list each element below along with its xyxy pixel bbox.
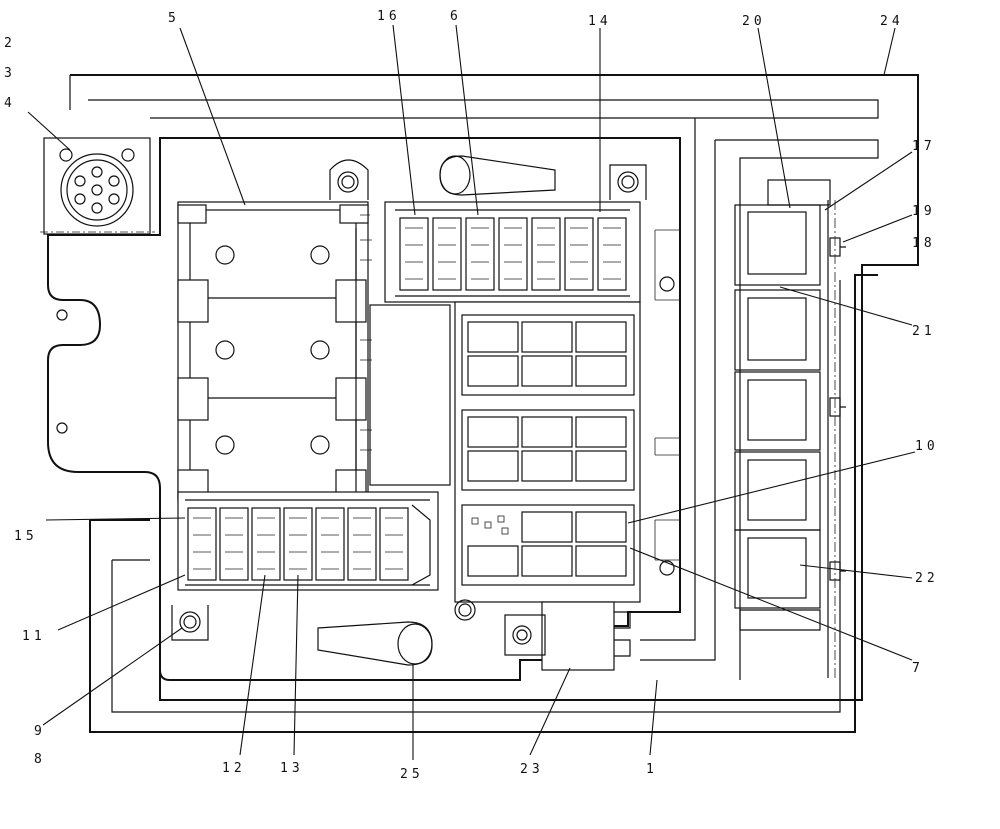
callout-17: 17 — [912, 139, 936, 154]
callout-19: 19 — [912, 204, 936, 219]
callout-20: 20 — [742, 14, 766, 29]
relay-block-right — [454, 301, 641, 621]
callout-1: 1 — [646, 762, 658, 777]
callout-18: 18 — [912, 236, 936, 251]
round-connector — [40, 137, 155, 235]
outer-frame — [69, 74, 919, 733]
callout-5: 5 — [168, 11, 180, 26]
fuse-block-bottom — [171, 491, 439, 641]
callout-23: 23 — [520, 762, 544, 777]
leader-lines — [27, 24, 916, 760]
callout-21: 21 — [912, 324, 936, 339]
callout-13: 13 — [280, 761, 304, 776]
clip-bottom — [317, 621, 433, 666]
callout-16: 16 — [377, 9, 401, 24]
callout-11: 11 — [22, 629, 46, 644]
fuse-block-top — [384, 164, 647, 303]
callout-8: 8 — [34, 752, 46, 767]
callout-12: 12 — [222, 761, 246, 776]
callout-10: 10 — [915, 439, 939, 454]
fuse-holder-left — [177, 159, 451, 503]
callout-24: 24 — [880, 14, 904, 29]
callout-3: 3 — [4, 66, 16, 81]
callout-7: 7 — [912, 661, 924, 676]
callout-14: 14 — [588, 14, 612, 29]
callout-25: 25 — [400, 767, 424, 782]
relay-stack-right — [734, 179, 846, 680]
callout-6: 6 — [450, 9, 462, 24]
callout-2: 2 — [4, 36, 16, 51]
callout-9: 9 — [34, 724, 46, 739]
callout-labels: 2 3 4 5 16 6 14 20 24 17 19 18 21 10 15 … — [4, 9, 939, 782]
clip-top — [439, 155, 556, 196]
base-plate — [47, 137, 681, 681]
callout-15: 15 — [14, 529, 38, 544]
relay-bottom — [504, 601, 631, 671]
callout-4: 4 — [4, 96, 16, 111]
callout-22: 22 — [915, 571, 939, 586]
